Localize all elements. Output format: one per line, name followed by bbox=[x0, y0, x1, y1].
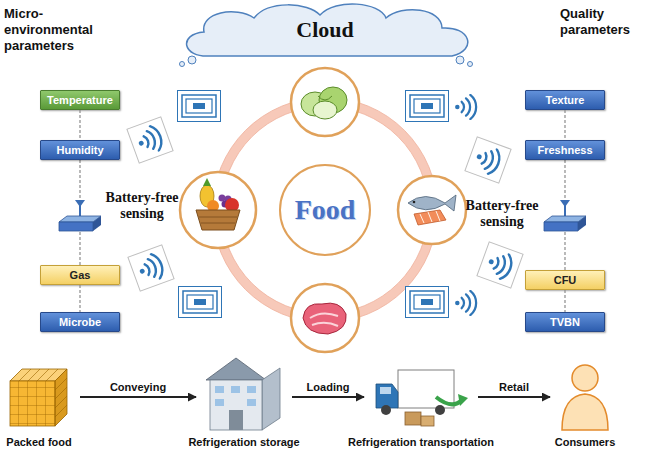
node-label: Freshness bbox=[537, 144, 592, 156]
wireless-symbols bbox=[127, 95, 523, 315]
storage-building-icon bbox=[206, 358, 280, 430]
cloud-node: Cloud bbox=[170, 0, 480, 66]
node-label: TVBN bbox=[550, 316, 580, 328]
flow-arrow bbox=[80, 396, 196, 398]
parameter-box: Microbe bbox=[40, 312, 120, 332]
fruit-icon bbox=[180, 172, 256, 248]
supply-chain-stage: Consumers bbox=[558, 362, 612, 432]
node-label: Microbe bbox=[59, 316, 101, 328]
meat-icon bbox=[291, 284, 359, 352]
rfid-tags bbox=[178, 91, 449, 318]
node-label: Cloud bbox=[296, 17, 353, 43]
packed-food-icon bbox=[10, 369, 67, 426]
node-label: Temperature bbox=[47, 94, 113, 106]
dashed-link bbox=[564, 290, 565, 312]
node-label: Gas bbox=[70, 269, 91, 281]
parameter-box: Freshness bbox=[525, 140, 605, 160]
cloud-bubble bbox=[468, 62, 473, 67]
supply-chain-stage: Refrigeration transportation bbox=[372, 362, 470, 432]
truck-icon bbox=[376, 370, 468, 426]
node-label: Food bbox=[295, 194, 356, 226]
cloud-outline bbox=[187, 4, 468, 56]
section-heading: Quality parameters bbox=[560, 6, 644, 38]
parameter-box: CFU bbox=[525, 270, 605, 290]
stage-caption: Packed food bbox=[6, 436, 71, 448]
sensing-label: Battery-free sensing bbox=[96, 190, 188, 222]
stage-caption: Refrigeration storage bbox=[188, 436, 299, 448]
dashed-link bbox=[79, 285, 80, 312]
flow-arrow bbox=[478, 396, 550, 398]
consumer-icon bbox=[562, 365, 608, 430]
node-label: Humidity bbox=[56, 144, 103, 156]
parameter-box: Texture bbox=[525, 90, 605, 110]
arrow-label: Retail bbox=[499, 381, 529, 393]
parameter-box: Humidity bbox=[40, 140, 120, 160]
section-heading: Micro- environmental parameters bbox=[4, 6, 112, 54]
fish-icon bbox=[398, 176, 466, 244]
food-circle: Food bbox=[279, 164, 371, 256]
parameter-box: Temperature bbox=[40, 90, 120, 110]
arrow-label: Conveying bbox=[110, 381, 166, 393]
vegetable-icon bbox=[291, 68, 359, 136]
flow-arrow bbox=[292, 396, 364, 398]
supply-chain-stage: Packed food bbox=[6, 362, 72, 432]
dashed-link bbox=[79, 110, 80, 140]
node-label: CFU bbox=[554, 274, 577, 286]
cloud-bubble bbox=[456, 56, 464, 64]
cloud-bubble bbox=[188, 56, 196, 64]
dashed-link bbox=[564, 110, 565, 140]
parameter-box: TVBN bbox=[525, 312, 605, 332]
stage-caption: Refrigeration transportation bbox=[348, 436, 494, 448]
sensing-label: Battery-free sensing bbox=[456, 198, 548, 230]
parameter-box: Gas bbox=[40, 265, 120, 285]
cloud-bubble bbox=[180, 62, 185, 67]
gateway-leads bbox=[80, 160, 565, 270]
stage-caption: Consumers bbox=[555, 436, 616, 448]
arrow-label: Loading bbox=[307, 381, 350, 393]
supply-chain-stage: Refrigeration storage bbox=[204, 362, 284, 432]
node-label: Texture bbox=[546, 94, 585, 106]
